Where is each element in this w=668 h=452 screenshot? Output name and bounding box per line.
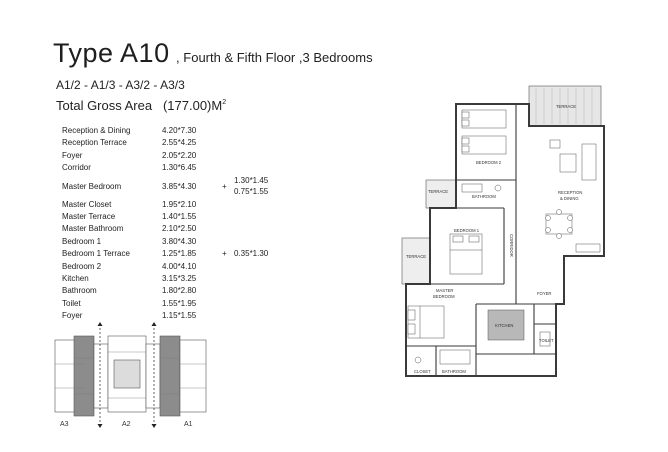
unit-type-title: Type A10 bbox=[53, 38, 170, 68]
key-plan: A3 A2 A1 bbox=[54, 322, 207, 428]
room-name: Bathroom bbox=[62, 286, 97, 296]
terrace-low-label: TERRACE bbox=[406, 254, 426, 259]
room-name: Bedroom 2 bbox=[62, 261, 102, 271]
closet-label: CLOSET bbox=[414, 369, 431, 374]
page-title: Type A10 , Fourth & Fifth Floor ,3 Bedro… bbox=[53, 38, 373, 69]
bedroom2-label: BEDROOM 2 bbox=[476, 160, 502, 165]
section-arrows bbox=[99, 324, 155, 426]
terrace-mid-area bbox=[425, 179, 457, 209]
room-name: Kitchen bbox=[62, 273, 89, 283]
room-dimensions: 1.95*2.10 bbox=[162, 199, 197, 209]
room-dimensions: 1.30*6.45 bbox=[162, 163, 197, 173]
room-dimensions: 3.80*4.30 bbox=[162, 236, 197, 246]
bathroom-fixtures bbox=[414, 183, 551, 365]
room-dimensions: 1.15*1.55 bbox=[162, 311, 197, 321]
room-name: Foyer bbox=[62, 311, 83, 321]
room-name: Foyer bbox=[62, 150, 83, 160]
room-dimensions: 2.05*2.20 bbox=[162, 150, 197, 160]
room-name: Reception & Dining bbox=[62, 126, 131, 135]
room-name: Master Closet bbox=[62, 199, 112, 209]
bedroom2-beds bbox=[461, 109, 507, 155]
master-bed bbox=[407, 305, 445, 339]
master-bedroom-label: BEDROOM bbox=[433, 294, 455, 299]
room-name: Master Terrace bbox=[62, 211, 116, 221]
bathroom-label: BATHROOM bbox=[472, 194, 496, 199]
extra-dimension: 1.30*1.45 bbox=[234, 175, 269, 185]
terrace-top-area bbox=[528, 85, 602, 127]
room-dimensions: 3.85*4.30 bbox=[162, 181, 197, 191]
key-plan-label-a1: A1 bbox=[184, 421, 193, 428]
toilet-label: TOILET bbox=[539, 338, 554, 343]
master-label: MASTER bbox=[436, 288, 453, 293]
key-plan-building bbox=[54, 335, 207, 417]
room-dimensions: 1.25*1.85 bbox=[162, 249, 197, 259]
room-dimensions: 1.55*1.95 bbox=[162, 298, 197, 308]
room-name: Master Bedroom bbox=[62, 181, 122, 191]
terrace-top-label: TERRACE bbox=[556, 104, 576, 109]
bathroom2-label: BATHROOM bbox=[442, 369, 466, 374]
gross-area-unit-sup: 2 bbox=[222, 99, 227, 106]
room-dimensions: 2.10*2.50 bbox=[162, 224, 197, 234]
key-plan-label-a3: A3 bbox=[60, 421, 69, 428]
extra-dimension: 0.75*1.55 bbox=[234, 186, 269, 196]
foyer-label: FOYER bbox=[537, 291, 551, 296]
room-dimensions: 1.40*1.55 bbox=[162, 211, 197, 221]
room-name: Reception Terrace bbox=[62, 138, 127, 148]
arrow-up-icon bbox=[151, 322, 157, 326]
kitchen-label: KITCHEN bbox=[495, 323, 513, 328]
plus-sign: + bbox=[222, 181, 227, 191]
reception-furniture bbox=[545, 139, 601, 253]
room-dimensions: 1.80*2.80 bbox=[162, 286, 197, 296]
unit-numbers: A1/2 - A1/3 - A3/2 - A3/3 bbox=[56, 78, 185, 92]
bedroom1-label: BEDROOM 1 bbox=[454, 228, 480, 233]
kitchen-area bbox=[487, 309, 525, 341]
corridor-label: CORRIDOR bbox=[509, 234, 514, 257]
reception-label: RECEPTION bbox=[558, 190, 582, 195]
room-dimensions: 4.20*7.30 bbox=[162, 126, 197, 135]
room-name: Bedroom 1 bbox=[62, 236, 102, 246]
arrow-down-icon bbox=[97, 424, 103, 428]
dining-label: & DINING bbox=[560, 196, 579, 201]
key-plan-dividers bbox=[55, 351, 206, 399]
terrace-top-hatch bbox=[535, 88, 593, 124]
floor-plan: TERRACE BEDROOM 2 TERRACE BATHROOM RECEP… bbox=[401, 85, 605, 377]
total-gross-area: Total Gross Area (177.00)M2 bbox=[56, 98, 226, 113]
gross-area-value: (177.00)M bbox=[162, 98, 223, 113]
key-plan-label-a2: A2 bbox=[122, 421, 131, 428]
room-name: Bedroom 1 Terrace bbox=[62, 249, 130, 259]
terrace-low-area bbox=[401, 237, 431, 285]
extra-dimension: 0.35*1.30 bbox=[234, 249, 269, 259]
room-name: Corridor bbox=[62, 163, 91, 173]
extra-dimensions: 1.30*1.45 0.75*1.55 bbox=[234, 175, 268, 197]
floor-bedrooms-subtitle: , Fourth & Fifth Floor ,3 Bedrooms bbox=[176, 50, 373, 65]
arrow-up-icon bbox=[97, 322, 103, 326]
room-dimensions: 4.00*4.10 bbox=[162, 261, 197, 271]
arrow-down-icon bbox=[151, 424, 157, 428]
room-dimensions: 2.55*4.25 bbox=[162, 138, 197, 148]
gross-area-label: Total Gross Area bbox=[56, 98, 153, 113]
bedroom1-bed bbox=[449, 233, 483, 275]
room-name: Toilet bbox=[62, 298, 81, 308]
plus-sign: + bbox=[222, 249, 227, 259]
room-dimensions: 3.15*3.25 bbox=[162, 273, 197, 283]
terrace-mid-label: TERRACE bbox=[428, 189, 448, 194]
room-name: Master Bathroom bbox=[62, 224, 124, 234]
interior-walls bbox=[406, 104, 564, 376]
